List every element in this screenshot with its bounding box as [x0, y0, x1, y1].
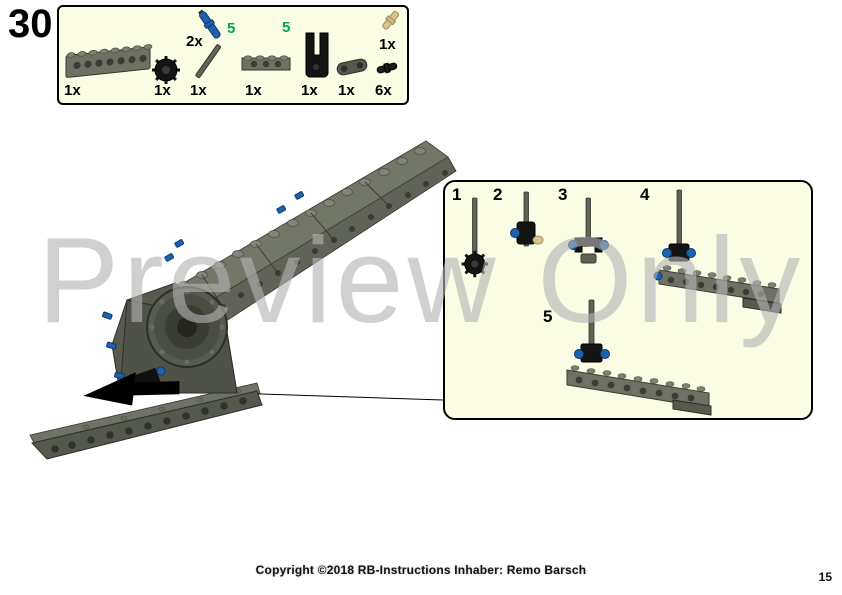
part-qty-label: 1x [245, 82, 262, 99]
copyright-text: Copyright ©2018 RB-Instructions Inhaber:… [255, 563, 587, 577]
substep-ref-label: 5 [282, 19, 291, 36]
technic-brick-1x4-icon [240, 52, 292, 76]
substep-number-5: 5 [543, 307, 553, 326]
part-qty-label: 1x [154, 82, 171, 99]
gray-axle-icon [188, 40, 228, 82]
part-qty-label: 2x [186, 33, 203, 50]
substep-assemblies-illustration [445, 182, 811, 418]
page-number: 15 [818, 570, 832, 584]
parts-callout-box: 1x 2x 5 [57, 5, 409, 105]
substep-number-3: 3 [558, 185, 568, 204]
dark-gray-connector-icon [334, 52, 370, 82]
technic-brick-1x8-icon [62, 40, 157, 82]
step-number: 30 [8, 2, 53, 46]
substep-number-2: 2 [493, 185, 503, 204]
blue-pin-icon [195, 7, 225, 45]
substep-ref-label: 5 [227, 20, 236, 37]
tan-pin-icon [376, 7, 404, 35]
part-qty-label: 6x [375, 82, 392, 99]
part-qty-label: 1x [301, 82, 318, 99]
substep-callout-box: 1 2 3 4 5 [443, 180, 813, 420]
attachment-arrow [83, 372, 180, 406]
part-qty-label: 1x [190, 82, 207, 99]
substep-number-1: 1 [452, 185, 462, 204]
substep-number-4: 4 [640, 185, 650, 204]
part-qty-label: 1x [379, 36, 396, 53]
black-bracket-icon [296, 27, 336, 81]
black-pin-icon [374, 57, 400, 79]
part-qty-label: 1x [64, 82, 81, 99]
black-gear-icon [149, 53, 183, 87]
part-qty-label: 1x [338, 82, 355, 99]
model-illustration [15, 135, 460, 470]
